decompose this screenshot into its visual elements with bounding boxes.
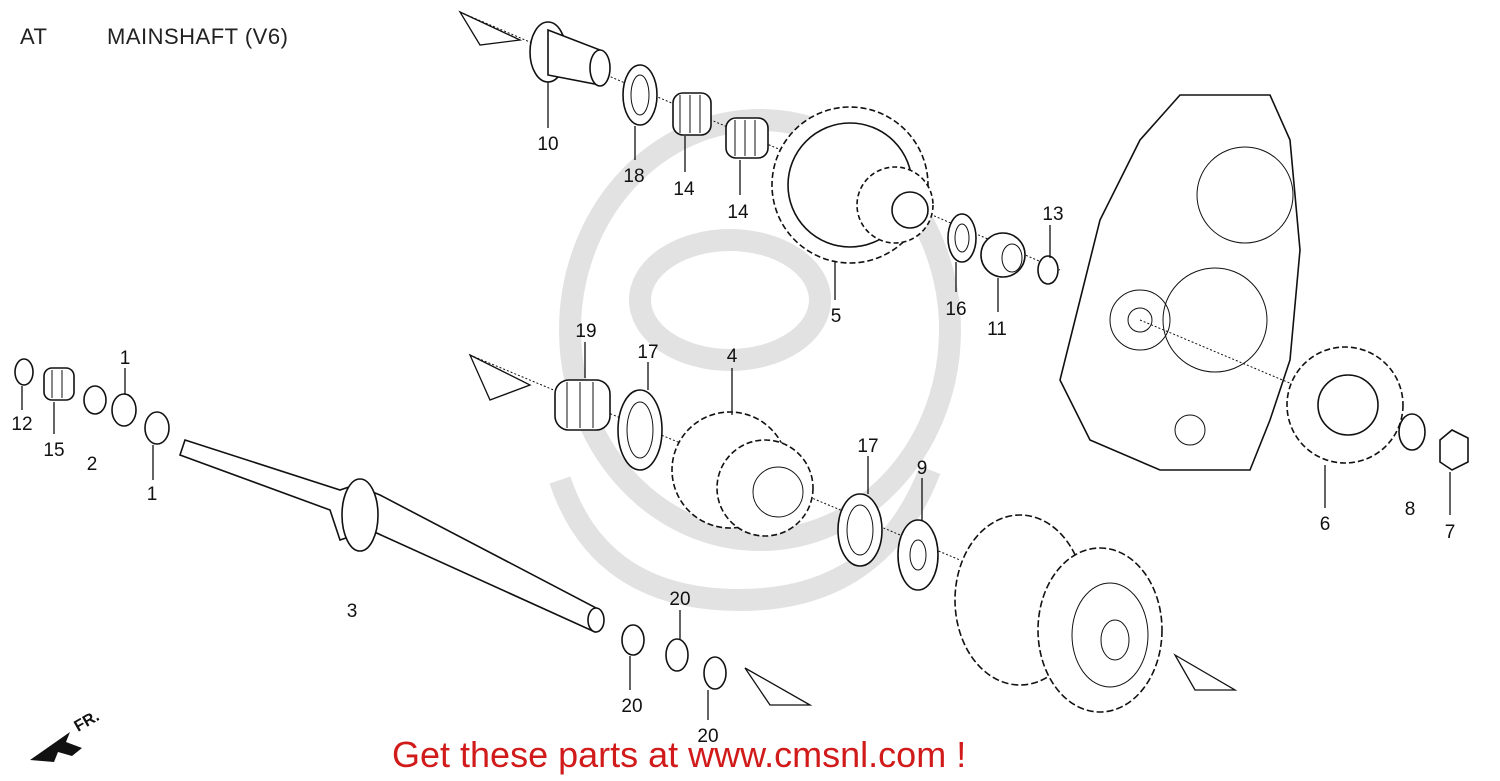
- part-1-collar-a[interactable]: [111, 393, 137, 427]
- part-6-gear[interactable]: [1286, 346, 1404, 464]
- callout-1: 1: [120, 348, 131, 369]
- part-20-washer-a[interactable]: [621, 624, 645, 656]
- callout-10: 10: [537, 134, 558, 155]
- part-4-gear[interactable]: [671, 411, 814, 537]
- part-3-mainshaft[interactable]: [178, 438, 605, 634]
- part-17-thrust-bearing-b[interactable]: [837, 493, 883, 567]
- part-19-needle-bearing[interactable]: [554, 379, 611, 431]
- part-20-washer-b[interactable]: [665, 638, 689, 672]
- part-2-washer[interactable]: [83, 385, 107, 415]
- callout-20: 20: [669, 589, 690, 610]
- callout-8: 8: [1405, 499, 1416, 520]
- footer-promo-link[interactable]: Get these parts at www.cmsnl.com !: [392, 734, 967, 775]
- callout-13: 13: [1042, 204, 1063, 225]
- part-1-collar-b[interactable]: [144, 411, 170, 445]
- part-17-thrust-bearing-a[interactable]: [617, 389, 663, 471]
- callout-12: 12: [11, 414, 32, 435]
- part-9-thrust-washer[interactable]: [897, 519, 939, 591]
- diagram-title: MAINSHAFT (V6): [107, 24, 289, 49]
- callout-2: 2: [87, 454, 98, 475]
- callout-4: 4: [727, 346, 738, 367]
- part-20-washer-c[interactable]: [703, 656, 727, 690]
- section-code: AT: [20, 24, 48, 49]
- front-direction-arrow: FR.: [30, 708, 102, 762]
- callout-1: 1: [147, 484, 158, 505]
- part-7-nut[interactable]: [1439, 429, 1469, 471]
- callout-16: 16: [945, 299, 966, 320]
- part-14-needle-bearing-a[interactable]: [672, 92, 712, 136]
- callout-20: 20: [621, 696, 642, 717]
- callout-5: 5: [831, 306, 842, 327]
- callout-17: 17: [857, 436, 878, 457]
- callout-9: 9: [917, 458, 928, 479]
- callout-15: 15: [43, 440, 64, 461]
- clutch-drum: [954, 514, 1163, 713]
- part-11-collar[interactable]: [980, 232, 1026, 278]
- part-12-snap-ring[interactable]: [14, 358, 34, 386]
- callout-18: 18: [623, 166, 644, 187]
- callout-6: 6: [1320, 514, 1331, 535]
- part-13-snap-ring[interactable]: [1037, 255, 1059, 285]
- part-5-gear[interactable]: [771, 106, 934, 264]
- part-10-sleeve[interactable]: [529, 21, 611, 87]
- part-15-needle-bearing[interactable]: [43, 367, 75, 401]
- callout-14: 14: [727, 202, 749, 223]
- callout-7: 7: [1445, 522, 1456, 543]
- part-14-needle-bearing-b[interactable]: [725, 117, 769, 159]
- callout-20: 20: [697, 726, 718, 747]
- callout-3: 3: [347, 601, 358, 622]
- callout-14: 14: [673, 179, 695, 200]
- part-8-washer[interactable]: [1398, 413, 1426, 451]
- part-18-thrust-washer[interactable]: [622, 64, 658, 126]
- transmission-housing: [1059, 94, 1301, 471]
- fr-label: FR.: [72, 708, 103, 736]
- callout-11: 11: [987, 319, 1007, 340]
- callout-17: 17: [637, 342, 658, 363]
- callout-19: 19: [575, 321, 596, 342]
- part-16-washer[interactable]: [947, 213, 977, 263]
